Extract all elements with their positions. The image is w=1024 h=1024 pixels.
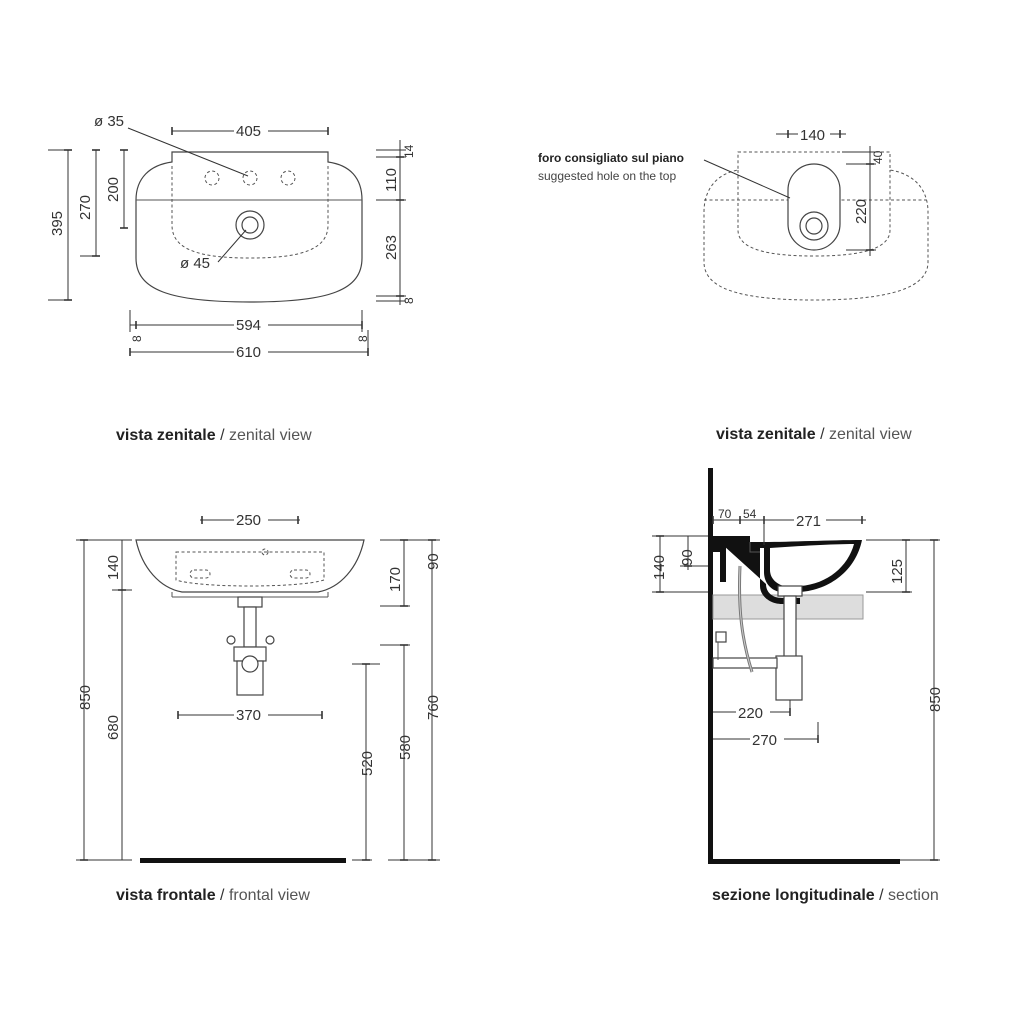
dim-front-90: 90 — [425, 553, 442, 570]
dim-sec-850: 850 — [927, 687, 944, 712]
top-view-hole: foro consigliato sul piano suggested hol… — [538, 126, 929, 301]
section-view: 70 54 271 140 90 125 850 220 — [651, 468, 944, 864]
dim-top-14: 14 — [402, 144, 416, 158]
dim-front-370: 370 — [236, 707, 261, 724]
caption-top-view-en: zenital view — [228, 427, 312, 444]
dim-side-8-right: 8 — [356, 335, 370, 342]
dim-front-580: 580 — [397, 735, 414, 760]
caption-top-view-hole-sep: / — [820, 426, 825, 443]
dim-sec-140: 140 — [651, 555, 668, 580]
dim-overall-width: 610 — [236, 344, 261, 361]
caption-section-view: sezione longitudinale / section — [712, 887, 939, 905]
caption-top-view-it: vista zenitale — [116, 427, 216, 444]
front-view: 250 850 140 680 170 90 760 580 — [76, 511, 442, 863]
caption-front-view-it: vista frontale — [116, 887, 216, 904]
dim-front-140: 140 — [105, 555, 122, 580]
dim-hole-width: 140 — [800, 127, 825, 144]
caption-front-view: vista frontale / frontal view — [116, 887, 310, 905]
dim-front-760: 760 — [425, 695, 442, 720]
floor-front — [140, 858, 346, 863]
dim-40: 40 — [871, 150, 885, 164]
dim-bottom-8: 8 — [402, 297, 416, 304]
note-hole-it: foro consigliato sul piano — [538, 151, 684, 165]
dim-depth-200: 200 — [105, 177, 122, 202]
caption-section-view-it: sezione longitudinale — [712, 887, 875, 904]
tap-hole-left — [204, 170, 220, 186]
caption-top-view-hole-en: zenital view — [828, 426, 912, 443]
dim-sec-125: 125 — [889, 559, 906, 584]
caption-front-view-sep: / — [220, 887, 225, 904]
caption-top-view-sep: / — [220, 427, 225, 444]
drain-waste — [237, 596, 263, 608]
dim-tap-spacing: 405 — [236, 123, 261, 140]
dim-110: 110 — [383, 168, 400, 192]
dim-hole-length: 220 — [853, 199, 870, 224]
dim-sec-90: 90 — [679, 549, 696, 566]
dim-front-170: 170 — [387, 567, 404, 592]
dim-sec-270: 270 — [752, 732, 777, 749]
dim-sec-70: 70 — [718, 507, 732, 521]
caption-front-view-en: frontal view — [228, 887, 310, 904]
dim-250: 250 — [236, 512, 261, 529]
basin-front — [135, 539, 365, 593]
dim-front-520: 520 — [359, 751, 376, 776]
tap-hole-center — [242, 170, 258, 186]
dim-sec-271: 271 — [796, 513, 821, 530]
dim-front-850: 850 — [77, 685, 94, 710]
caption-top-view-hole: vista zenitale / zenital view — [716, 426, 912, 444]
caption-top-view-hole-it: vista zenitale — [716, 426, 816, 443]
dim-side-8-left: 8 — [130, 335, 144, 342]
caption-top-view: vista zenitale / zenital view — [116, 427, 312, 445]
dim-sec-220: 220 — [738, 705, 763, 722]
dim-tap-hole-dia: ø 35 — [94, 113, 124, 130]
caption-section-view-en: section — [888, 887, 939, 904]
dim-sec-54: 54 — [743, 507, 757, 521]
caption-section-view-sep: / — [879, 887, 884, 904]
dim-overall-depth: 395 — [49, 211, 66, 236]
dim-depth-270: 270 — [77, 195, 94, 220]
wall — [708, 468, 713, 864]
dim-front-680: 680 — [105, 715, 122, 740]
tap-hole-right — [280, 170, 296, 186]
dim-drain-dia: ø 45 — [180, 255, 210, 272]
top-view: ø 35 ø 45 405 395 270 200 14 — [48, 113, 416, 361]
dim-263: 263 — [383, 235, 400, 260]
note-hole-en: suggested hole on the top — [538, 169, 676, 183]
floor-section — [708, 859, 900, 864]
dim-inner-width: 594 — [236, 317, 261, 334]
